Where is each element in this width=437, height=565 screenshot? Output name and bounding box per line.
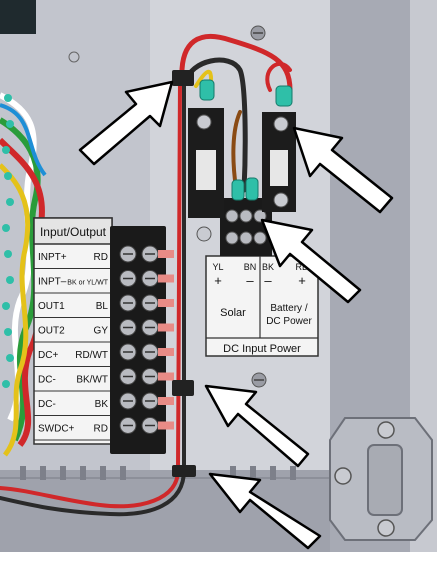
wire-ferrule [158,299,174,307]
io-row-code: BK [95,399,109,410]
mounting-screw [68,51,80,63]
io-row-code: RD/WT [75,350,108,361]
batt-pos-code: RD [296,262,309,272]
wire-ferrule [158,250,174,258]
batt-plus-sign: + [298,273,306,288]
io-row-name: INPT+ [38,252,67,263]
cable-tie [172,70,196,477]
io-row-code: RD [94,252,108,263]
door-latch [329,417,433,541]
io-row-code: BL [96,301,109,312]
io-row-name: DC- [38,375,56,386]
fuse-holder-right [262,112,296,212]
io-row-name: DC+ [38,350,58,361]
fuse-holder-left [188,108,224,242]
solar-label: Solar [220,307,246,319]
io-panel: Input/Output INPT+ RD INPT–BK or YL/WT OUT1… [33,217,113,445]
batt-minus-sign: – [264,273,272,288]
arrow-to-dc-terminal [260,218,362,304]
wire-ferrule [158,348,174,356]
floor-slots [20,466,296,480]
io-row-name: INPT– [38,277,67,288]
callout-arrows [78,80,394,550]
io-row-code: GY [94,326,109,337]
mounting-screw [251,372,267,388]
io-row-code: BK or YL/WT [67,280,108,287]
io-row-code: BK/WT [76,375,108,386]
arrow-to-top-cable-tie [78,80,174,166]
wire-ferrule [158,421,174,430]
io-row-name: OUT2 [38,326,65,337]
wire-ferrule [158,372,174,381]
io-row-name: SWDC+ [38,424,75,435]
arrow-to-right-fuse [292,126,394,214]
solar-neg-code: BN [244,262,257,272]
right-wall [330,0,410,552]
batt-neg-code: BK [262,262,274,272]
wire-ferrule [158,323,174,332]
wire-ferrule [158,274,174,283]
io-terminal-block [110,226,174,454]
solar-pos-code: YL [212,262,223,272]
dc-panel-title: DC Input Power [223,343,301,355]
top-left-module [0,0,36,34]
arrow-to-middle-cable-tie [204,384,310,468]
io-row-code: RD [94,424,108,435]
battery-label-line1: Battery / [270,303,307,314]
arrow-to-bottom-cable-tie [208,472,322,550]
battery-label-line2: DC Power [266,316,312,327]
solar-plus-sign: + [214,273,222,288]
right-flange [410,0,437,552]
wire-ferrule [158,397,174,405]
mounting-screw [250,25,266,41]
solar-minus-sign: – [246,273,254,288]
dc-input-panel: YL BN BK RD + – – + Solar Battery / DC P… [205,255,319,357]
io-row-name: DC- [38,399,56,410]
io-panel-title: Input/Output [40,225,107,239]
wire-terminals [199,79,293,201]
io-row-name: OUT1 [38,301,65,312]
